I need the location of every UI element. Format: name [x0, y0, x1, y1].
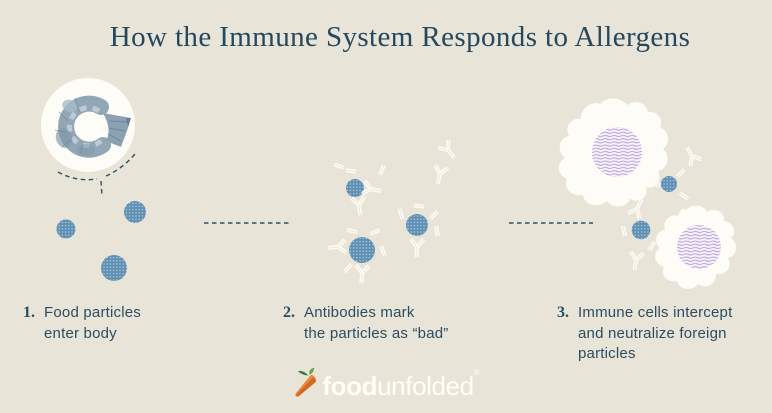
antibody-fragment-icon: [413, 203, 425, 209]
step-1-text-line: enter body: [44, 324, 117, 342]
food-particle: [406, 214, 428, 236]
cell-nucleus: [592, 127, 642, 177]
page-title: How the Immune System Responds to Allerg…: [109, 21, 691, 53]
antibody-fragment-icon: [378, 164, 386, 176]
antibody-fragment-icon: [647, 240, 657, 252]
carrot-icon: [295, 367, 316, 397]
cell-nucleus: [677, 225, 721, 269]
food-particles-step1: [56, 201, 146, 281]
step-3-label: 3. Immune cells intercept and neutralize…: [557, 303, 732, 365]
food-particle: [631, 220, 651, 240]
antibody-fragment-icon: [346, 227, 358, 235]
food-particle: [346, 179, 364, 197]
antibody-y-icon: [351, 196, 367, 215]
antibody-cluster: [328, 139, 460, 283]
antibody-y-icon: [628, 251, 644, 270]
step-2-number: 2.: [283, 304, 295, 321]
antibody-fragment-icon: [654, 176, 660, 188]
antibody-fragment-icon: [429, 210, 439, 220]
food-particle: [349, 237, 375, 263]
food-particle: [661, 176, 677, 192]
antibody-fragment-icon: [379, 245, 387, 257]
step-1-label: 1. Food particles enter body: [23, 303, 141, 344]
antibody-fragment-icon: [333, 162, 345, 170]
brand-name-bold: food: [322, 371, 378, 401]
antibody-fragment-icon: [676, 168, 686, 178]
antibody-y-icon: [362, 180, 382, 197]
brand-logo: food unfolded ®: [292, 367, 480, 401]
antibody-cluster: [620, 144, 702, 270]
antibody-y-icon: [354, 265, 369, 284]
shrimp-icon: [54, 95, 131, 158]
step-2-text-line: Antibodies mark: [304, 304, 415, 321]
antibody-y-icon: [681, 144, 702, 166]
antibody-fragment-icon: [369, 228, 381, 236]
step-2-label: 2. Antibodies mark the particles as “bad…: [283, 303, 448, 344]
callout-bracket: [57, 153, 136, 197]
shrimp-tail: [103, 113, 131, 147]
registered-mark: ®: [473, 368, 480, 377]
antibody-fragment-icon: [434, 225, 440, 237]
immune-cell-1: [558, 98, 669, 207]
antibody-y-icon: [410, 239, 425, 257]
immune-cell-2: [655, 205, 737, 290]
antibody-y-icon: [438, 139, 460, 162]
step-2-text-line: the particles as “bad”: [304, 324, 449, 342]
step-1-text-line: Food particles: [44, 304, 142, 321]
step-3-text-line: particles: [578, 345, 636, 362]
antibody-fragment-icon: [678, 191, 690, 201]
antibody-fragment-icon: [345, 168, 357, 174]
antibody-fragment-icon: [343, 262, 353, 274]
food-particle: [56, 219, 76, 239]
step-3-number: 3.: [557, 304, 569, 321]
food-particle: [124, 201, 146, 223]
antibody-y-icon: [328, 239, 347, 255]
step-1-number: 1.: [23, 304, 35, 321]
food-particle: [101, 255, 127, 281]
antibody-y-icon: [627, 197, 647, 219]
step-3-text-line: Immune cells intercept: [578, 304, 733, 321]
immune-cell-illustration: [558, 98, 737, 290]
antibody-fragment-icon: [397, 208, 405, 220]
shrimp-circle: [41, 78, 135, 172]
antibody-y-icon: [431, 165, 448, 185]
antibody-fragment-icon: [620, 225, 628, 237]
step-3-text-line: and neutralize foreign: [578, 324, 727, 342]
shrimp-illustration: [41, 78, 146, 281]
brand-name-light: unfolded: [377, 371, 474, 401]
antibody-marking-illustration: [328, 139, 460, 283]
